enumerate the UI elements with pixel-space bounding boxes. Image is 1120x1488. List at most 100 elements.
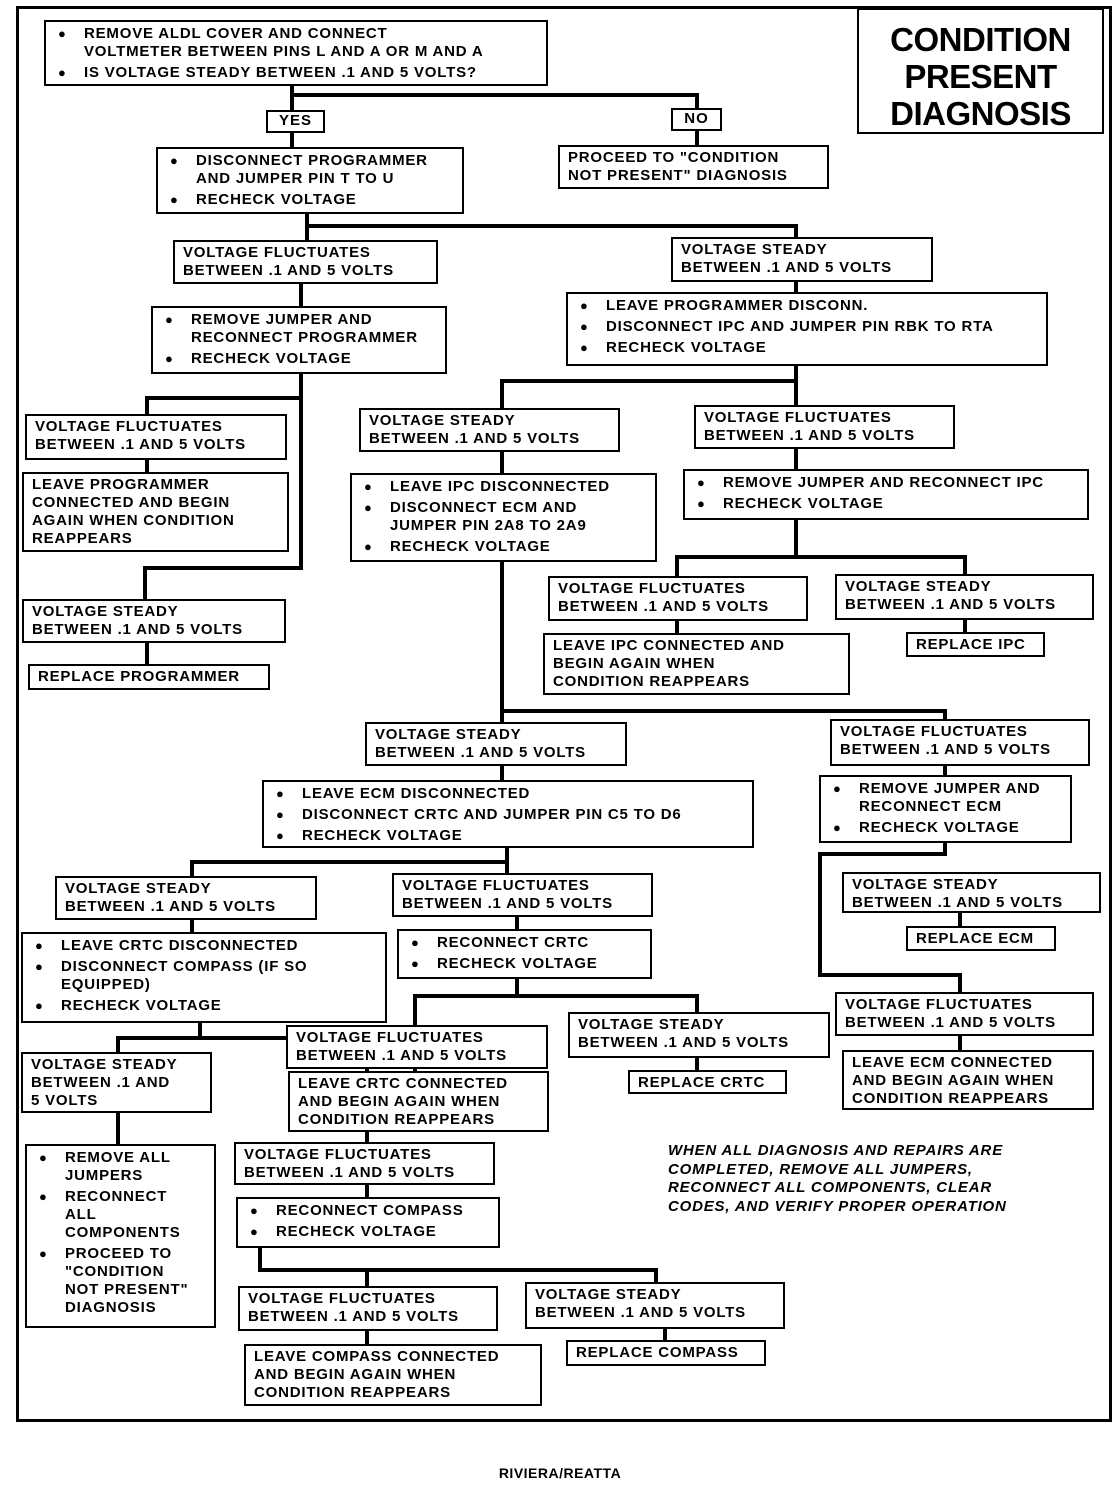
node-rem-jump-ipc: REMOVE JUMPER AND RECONNECT IPC RECHECK V… — [683, 469, 1089, 520]
step-item: RECHECK VOLTAGE — [31, 997, 377, 1015]
footer-model-label: RIVIERA/REATTA — [498, 1465, 622, 1481]
node-line: VOLTAGE STEADY — [375, 726, 522, 743]
step-line: RECHECK VOLTAGE — [723, 495, 884, 512]
step-line: COMPONENTS — [65, 1224, 181, 1241]
node-line: BETWEEN .1 AND 5 VOLTS — [852, 894, 1063, 911]
title-line: PRESENT — [904, 58, 1057, 95]
step-list: LEAVE PROGRAMMER DISCONN.DISCONNECT IPC … — [576, 297, 1038, 357]
node-line: REAPPEARS — [32, 530, 133, 547]
node-line: REPLACE COMPASS — [576, 1344, 739, 1361]
step-list: LEAVE ECM DISCONNECTED DISCONNECT CRTC AN… — [272, 785, 744, 845]
node-line: VOLTAGE STEADY — [578, 1016, 725, 1033]
step-line: DISCONNECT ECM AND — [390, 499, 578, 516]
step-list: LEAVE CRTC DISCONNECTED DISCONNECT COMPAS… — [31, 937, 377, 1015]
node-line: AGAIN WHEN CONDITION — [32, 512, 235, 529]
step-line: NOT PRESENT" — [65, 1281, 189, 1298]
step-line: RECONNECT — [65, 1188, 168, 1205]
step-line: AND JUMPER PIN T TO U — [196, 170, 395, 187]
node-line: CONDITION REAPPEARS — [254, 1384, 451, 1401]
final-note-line: CODES, AND VERIFY PROPER OPERATION — [668, 1197, 1007, 1215]
node-line: BETWEEN .1 AND 5 VOLTS — [681, 259, 892, 276]
step-line: ALL — [65, 1206, 97, 1223]
node-rep-prog: REPLACE PROGRAMMER — [28, 664, 270, 690]
node-line: PROCEED TO "CONDITION — [568, 149, 780, 166]
step-line: VOLTMETER BETWEEN PINS L AND A OR M AND … — [84, 43, 484, 60]
node-line: CONNECTED AND BEGIN — [32, 494, 230, 511]
step-item: RECHECK VOLTAGE — [166, 191, 454, 209]
node-line: VOLTAGE FLUCTUATES — [845, 996, 1033, 1013]
step-line: REMOVE JUMPER AND — [191, 311, 373, 328]
step-line: LEAVE ECM DISCONNECTED — [302, 785, 531, 802]
step-line: RECHECK VOLTAGE — [390, 538, 551, 555]
node-line: BETWEEN .1 AND 5 VOLTS — [183, 262, 394, 279]
node-line: CONDITION REAPPEARS — [852, 1090, 1049, 1107]
node-rep-ipc: REPLACE IPC — [906, 632, 1045, 657]
step-item: DISCONNECT IPC AND JUMPER PIN RBK TO RTA — [576, 318, 1038, 336]
node-line: VOLTAGE STEADY — [845, 578, 992, 595]
step-line: DISCONNECT CRTC AND JUMPER PIN C5 TO D6 — [302, 806, 682, 823]
final-note-line: COMPLETED, REMOVE ALL JUMPERS, — [668, 1160, 973, 1178]
node-line: BETWEEN .1 AND 5 VOLTS — [375, 744, 586, 761]
step-item: RECHECK VOLTAGE — [360, 538, 647, 556]
node-line: BETWEEN .1 AND 5 VOLTS — [248, 1308, 459, 1325]
step-item: RECONNECT CRTC — [407, 934, 642, 952]
step-item: REMOVE JUMPER AND RECONNECT IPC — [693, 474, 1079, 492]
node-line: BETWEEN .1 AND 5 VOLTS — [558, 598, 769, 615]
node-line: BETWEEN .1 AND 5 VOLTS — [65, 898, 276, 915]
step-line: RECHECK VOLTAGE — [302, 827, 463, 844]
node-remove-all: REMOVE ALLJUMPERSRECONNECTALLCOMPONENTSP… — [25, 1144, 216, 1328]
node-line: LEAVE CRTC CONNECTED — [298, 1075, 508, 1092]
step-item: RECONNECT COMPASS — [246, 1202, 490, 1220]
step-line: RECHECK VOLTAGE — [276, 1223, 437, 1240]
node-line: VOLTAGE STEADY — [852, 876, 999, 893]
step-item: RECHECK VOLTAGE — [407, 955, 642, 973]
step-line: REMOVE JUMPER AND RECONNECT IPC — [723, 474, 1044, 491]
node-line: BETWEEN .1 AND 5 VOLTS — [535, 1304, 746, 1321]
node-line: BETWEEN .1 AND 5 VOLTS — [32, 621, 243, 638]
final-note-line: RECONNECT ALL COMPONENTS, CLEAR — [668, 1179, 992, 1196]
diagnosis-title: CONDITION PRESENT DIAGNOSIS — [857, 8, 1104, 134]
node-rep-crtc: REPLACE CRTC — [628, 1070, 787, 1094]
step-item: LEAVE IPC DISCONNECTED — [360, 478, 647, 496]
yes-label: YES — [266, 110, 325, 133]
node-line: BETWEEN .1 AND 5 VOLTS — [845, 1014, 1056, 1031]
node-line: REPLACE ECM — [916, 930, 1034, 947]
node-line: BETWEEN .1 AND 5 VOLTS — [369, 430, 580, 447]
node-line: LEAVE COMPASS CONNECTED — [254, 1348, 500, 1365]
node-line: VOLTAGE STEADY — [31, 1056, 178, 1073]
step-item: IS VOLTAGE STEADY BETWEEN .1 AND 5 VOLTS… — [54, 64, 538, 82]
step-list: LEAVE IPC DISCONNECTED DISCONNECT ECM AND… — [360, 478, 647, 556]
step-item: RECHECK VOLTAGE — [161, 350, 437, 368]
node-line: BETWEEN .1 AND 5 VOLTS — [704, 427, 915, 444]
step-item: LEAVE CRTC DISCONNECTED — [31, 937, 377, 955]
step-list: REMOVE ALLJUMPERSRECONNECTALLCOMPONENTSP… — [35, 1149, 206, 1317]
final-note: WHEN ALL DIAGNOSIS AND REPAIRS ARE COMPL… — [668, 1142, 1072, 1216]
step-line: REMOVE ALL — [65, 1149, 171, 1166]
step-line: RECONNECT CRTC — [437, 934, 590, 951]
node-line: VOLTAGE FLUCTUATES — [244, 1146, 432, 1163]
